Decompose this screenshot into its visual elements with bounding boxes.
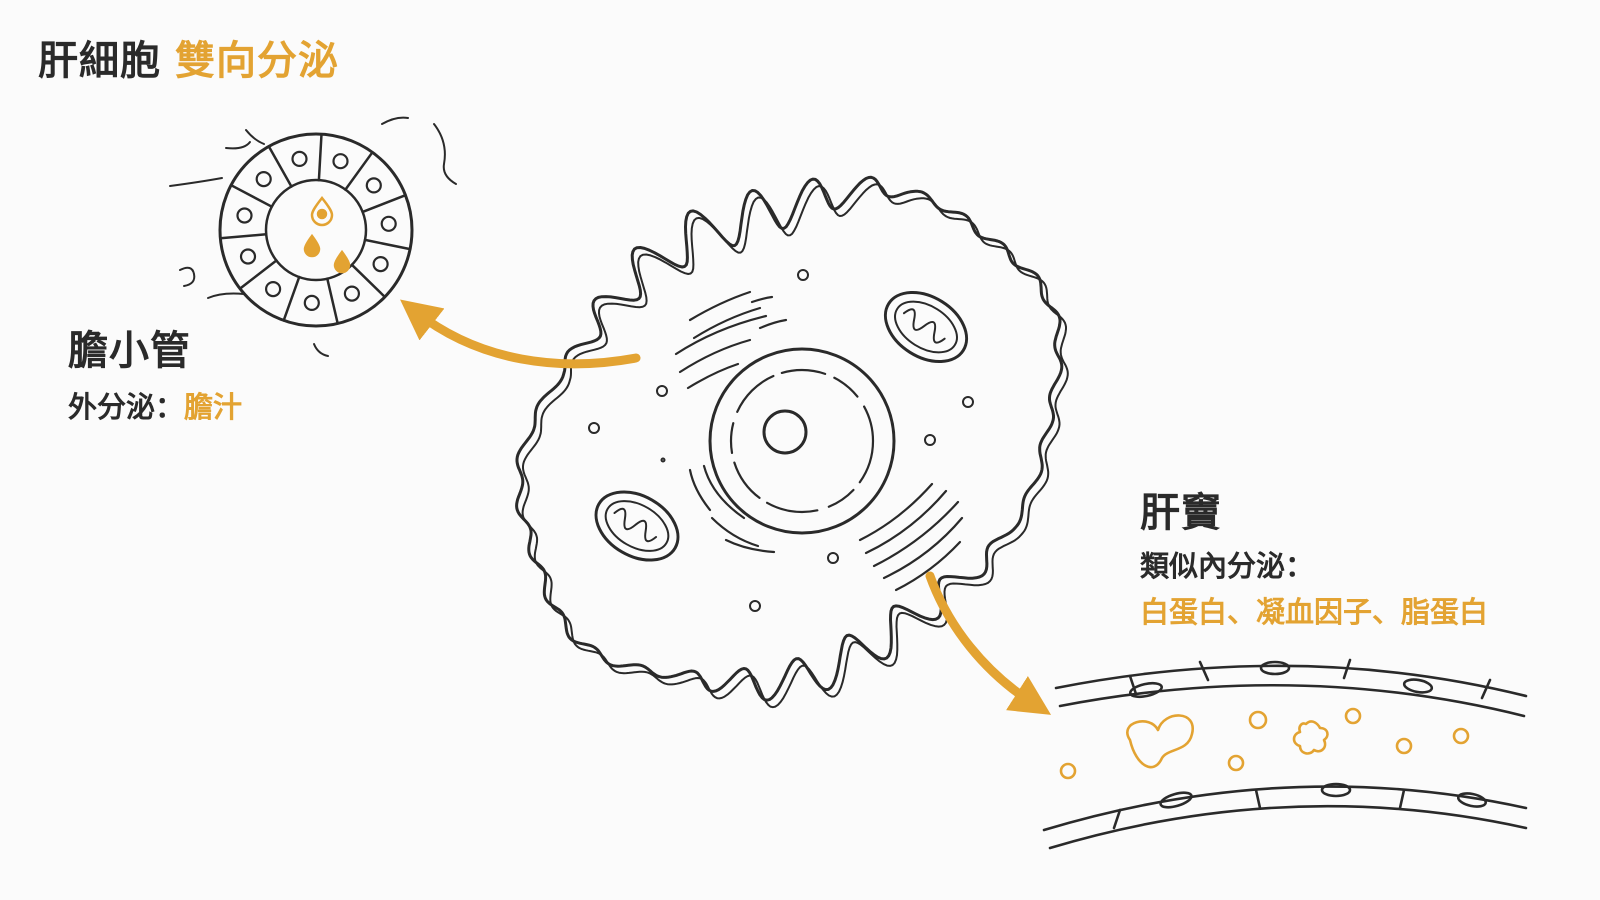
- exocrine-description: 外分泌：膽汁: [68, 384, 242, 426]
- hepatocyte-cell: [515, 175, 1069, 709]
- ring-cell-wall: [219, 233, 268, 240]
- cell-membrane-shadow: [521, 183, 1069, 709]
- ring-cell-nucleus: [372, 256, 389, 273]
- ring-cell-nucleus: [291, 150, 308, 167]
- ring-cell-nucleus: [332, 153, 349, 170]
- mitochondrion-left: [594, 490, 680, 562]
- ring-cell-nucleus: [239, 248, 257, 265]
- golgi-apparatus: [858, 482, 964, 592]
- cytoplasm-granules: [588, 269, 974, 612]
- ring-cell-wall: [326, 277, 339, 325]
- endocrine-type-label: 類似內分泌：: [1140, 549, 1315, 583]
- ring-cell-nucleus: [343, 285, 360, 302]
- ring-cell-wall: [282, 275, 301, 322]
- ring-cell-wall: [344, 151, 374, 191]
- page-title: 肝細胞雙向分泌: [38, 28, 339, 86]
- ring-cell-wall: [229, 183, 274, 208]
- ring-cells: [218, 132, 414, 328]
- ring-cell-nucleus: [303, 294, 320, 311]
- bile-droplets: [303, 195, 351, 274]
- exocrine-arrow: [400, 299, 641, 369]
- title-main: 肝細胞: [38, 38, 161, 84]
- sinusoid-heading: 肝竇: [1140, 490, 1222, 536]
- mitochondrion-right: [883, 290, 969, 364]
- ring-cell-nucleus: [265, 281, 282, 298]
- sinusoid-vessel: [1042, 658, 1528, 850]
- cell-membrane: [515, 175, 1064, 702]
- plasma-proteins: [1059, 707, 1470, 780]
- ring-cell-nucleus: [380, 215, 397, 232]
- bile-canaliculus-heading: 膽小管: [68, 328, 191, 374]
- endothelium-upper: [1054, 658, 1528, 718]
- ring-cell-wall: [361, 193, 407, 214]
- ring-cell-wall: [238, 259, 278, 290]
- ring-outer-wall: [218, 132, 414, 328]
- endothelium-lower: [1042, 782, 1528, 850]
- endocrine-products: 白蛋白、凝血因子、脂蛋白: [1140, 595, 1489, 629]
- ring-cell-nucleus: [236, 207, 253, 224]
- endoplasmic-reticulum-lower: [688, 464, 776, 554]
- title-accent: 雙向分泌: [175, 38, 339, 84]
- bile-canaliculus-ring: [169, 116, 457, 357]
- endocrine-arrow: [925, 571, 1052, 715]
- ring-cell-nucleus: [365, 177, 382, 194]
- exocrine-type-label: 外分泌：: [68, 390, 185, 424]
- nerve-fibers: [169, 116, 457, 357]
- nucleus: [708, 347, 896, 535]
- exocrine-product: 膽汁: [184, 390, 243, 424]
- ring-cell-wall: [267, 145, 293, 188]
- ring-cell-wall: [317, 132, 323, 182]
- canaliculus-lumen: [264, 178, 368, 282]
- ring-cell-wall: [363, 238, 412, 251]
- ring-cell-nucleus: [255, 171, 272, 188]
- endoplasmic-reticulum-upper: [674, 290, 788, 390]
- ring-cell-wall: [350, 263, 387, 299]
